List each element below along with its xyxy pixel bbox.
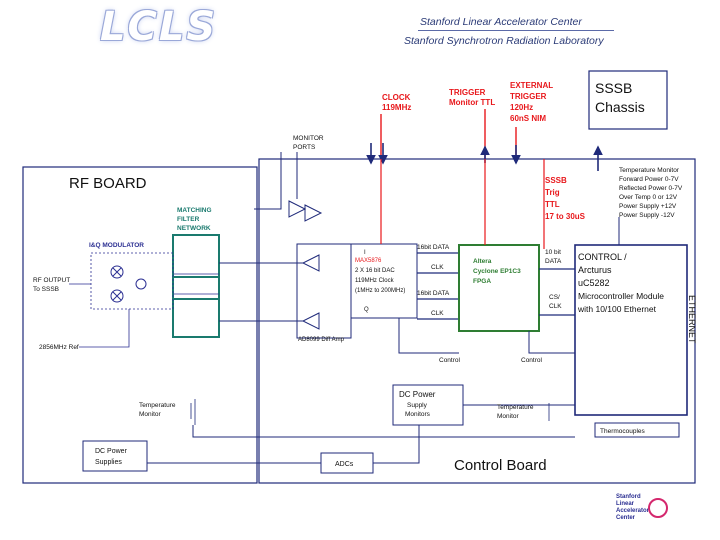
cm-5: with 10/100 Ethernet (577, 304, 657, 314)
dc-monitors-box (392, 384, 464, 426)
tmr-2: Monitor (497, 413, 520, 420)
trigger-label-2: Monitor TTL (449, 98, 495, 107)
block-diagram: RF BOARD Control Board SSSB Chassis CLOC… (19, 59, 702, 489)
clock-label-2: 119MHz (382, 103, 411, 112)
sssb-trig-2: Trig (545, 188, 560, 197)
badge-line-4: Center (616, 515, 636, 521)
control-module-box (574, 244, 688, 416)
trigger-label-1: TRIGGER (449, 88, 486, 97)
fpga-3: FPGA (473, 278, 491, 285)
thermocouples-box (594, 422, 680, 438)
footer-date: October 26, 2005 (24, 494, 117, 508)
clk-top-label: CLK (431, 264, 444, 271)
fpga-2: Cyclone EP1C3 (473, 268, 521, 275)
dac-2: 2 X 16 bit DAC (355, 268, 395, 274)
thermocouples-label: Thermocouples (600, 428, 646, 435)
page-number: 5 of 17 (676, 520, 704, 530)
ext-trigger-label-2: TRIGGER (510, 92, 547, 101)
fpga-1: Altera (473, 258, 492, 265)
slide-header: LCLS Stanford Linear Accelerator Center … (0, 0, 720, 58)
sssb-chassis-box (588, 70, 668, 130)
tm-line-1: Temperature Monitor (619, 167, 680, 174)
diff-amp-label: AD8099 Diff Amp (298, 337, 345, 343)
control-board-label: Control Board (454, 457, 547, 474)
monitor-ports-1: MONITOR (293, 135, 324, 142)
data-bottom-label: 16bit DATA (417, 290, 450, 297)
badge-line-3: Accelerator (616, 508, 650, 514)
tmr-1: Temperature (497, 404, 534, 411)
dcm-3: Monitors (405, 411, 431, 418)
cs-clk-1: CS/ (549, 294, 560, 301)
dac-i: I (364, 250, 366, 256)
sssb-chassis-line-2: Chassis (595, 99, 645, 115)
dcm-2: Supply (407, 402, 428, 409)
cm-2: Arcturus (578, 265, 612, 275)
data10-2: DATA (545, 258, 562, 265)
matching-filter-box (172, 234, 220, 338)
clk-bottom-label: CLK (431, 310, 444, 317)
sssb-chassis-line-1: SSSB (595, 80, 632, 96)
dac-box (350, 243, 418, 319)
matching-filter-1: MATCHING (177, 207, 212, 214)
sssb-trig-3: TTL (545, 200, 560, 209)
cm-4: Microcontroller Module (578, 291, 664, 301)
org-line-2: Stanford Synchrotron Radiation Laborator… (404, 35, 604, 47)
org-line-1: Stanford Linear Accelerator Center (420, 16, 582, 28)
dac-3: 119MHz Clock (355, 278, 395, 284)
iq-modulator-label: I&Q MODULATOR (89, 242, 144, 249)
rf-ref-label: 2856MHz Ref (39, 344, 79, 351)
rf-output-1: RF OUTPUT (33, 277, 70, 284)
rf-output-2: To SSSB (33, 286, 59, 293)
monitor-ports-2: PORTS (293, 144, 316, 151)
control-right-label: Control (521, 357, 543, 364)
slac-badge-logo: Stanford Linear Accelerator Center (612, 492, 670, 532)
footer-authors: Dayle Kotturi, Stephanie Allison (397, 498, 565, 512)
fpga-box (458, 244, 540, 332)
tm-line-6: Power Supply -12V (619, 212, 675, 219)
dcs-2: Supplies (95, 459, 122, 466)
data-top-label: 16bit DATA (417, 244, 450, 251)
dcm-1: DC Power (399, 390, 436, 399)
clock-label-1: CLOCK (382, 93, 411, 102)
rf-board-label: RF BOARD (69, 175, 147, 192)
cm-1: CONTROL / (578, 252, 627, 262)
tm-line-3: Reflected Power 0-7V (619, 185, 683, 192)
cs-clk-2: CLK (549, 303, 562, 310)
dac-1: MAX5876 (355, 258, 382, 264)
sssb-trig-1: SSSB (545, 176, 567, 185)
matching-filter-3: NETWORK (177, 225, 211, 232)
dac-4: (1MHz to 200MHz) (355, 288, 405, 294)
dac-q: Q (364, 307, 369, 313)
ext-trigger-label-1: EXTERNAL (510, 81, 553, 90)
matching-filter-2: FILTER (177, 216, 200, 223)
iq-modulator-box (90, 252, 174, 310)
dcs-1: DC Power (95, 448, 128, 455)
ethernet-label: ETHERNET (687, 295, 697, 344)
rf-board-box (22, 166, 258, 484)
tm-line-4: Over Temp 0 or 12V (619, 194, 678, 201)
ext-trigger-label-4: 60nS NIM (510, 114, 546, 123)
tm-line-2: Forward Power 0-7V (619, 176, 679, 183)
footer-emails[interactable]: dayle@slac.stanford.edu, saa@slac.stanfo… (288, 518, 550, 532)
tm-line-5: Power Supply +12V (619, 203, 677, 210)
control-left-label: Control (439, 357, 461, 364)
ext-trigger-label-3: 120Hz (510, 103, 533, 112)
lcls-logo: LCLS (100, 4, 218, 50)
sssb-trig-4: 17 to 30uS (545, 212, 586, 221)
badge-line-1: Stanford (616, 494, 641, 500)
badge-ring-icon (648, 498, 668, 518)
badge-line-2: Linear (616, 501, 635, 507)
adcs-label: ADCs (335, 461, 354, 468)
tml-2: Monitor (139, 411, 162, 418)
cm-3: uC5282 (578, 278, 610, 288)
header-divider (418, 30, 614, 31)
tml-1: Temperature (139, 402, 176, 409)
data10-1: 10 bit (545, 249, 561, 256)
top-signal-arrows (366, 143, 603, 171)
dc-supplies-box (82, 440, 148, 472)
